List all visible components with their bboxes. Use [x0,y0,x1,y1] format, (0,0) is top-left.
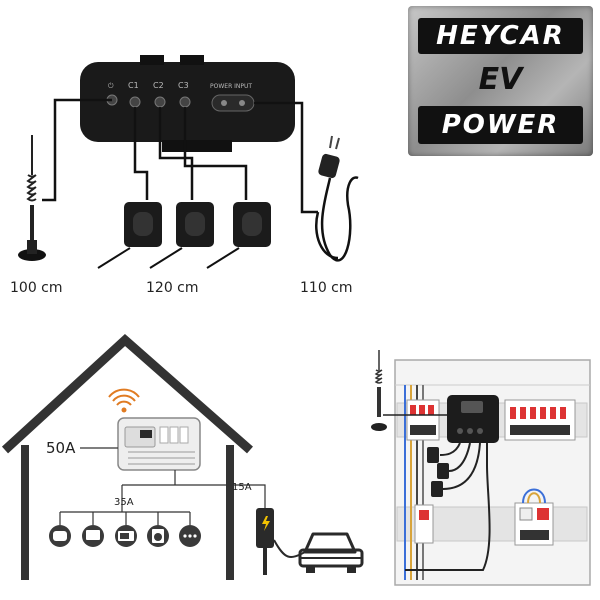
power-plug [315,135,359,262]
distribution-panel [117,417,201,471]
ct-clamp-3 [206,202,271,269]
household-circuit-rating: 35A [114,497,134,508]
antenna [18,135,46,261]
ev-charger [256,508,306,575]
charger-circuit-rating: 15A [232,482,252,493]
logo-line-1: HEYCAR [436,21,565,51]
power-input-label: POWER INPUT [210,83,252,90]
port-c2-label: C2 [153,81,164,90]
logo-line-2: EV [478,62,523,97]
device-kit-illustration: ⏻ C1 C2 C3 POWER INPUT [18,55,359,269]
panel-antenna [371,350,387,431]
tv-icon [82,525,104,547]
wifi-signal-icon [108,388,140,413]
port-c1-label: C1 [128,81,139,90]
power-cable-length: 110 cm [300,280,353,296]
house-wiring-diagram: 50A 15A 35A [1,333,364,580]
breaker-group-right [504,399,576,441]
ct-clamp-1 [97,202,162,269]
logo-line-3: POWER [441,110,560,140]
panel-installation-diagram [371,350,591,586]
main-breaker-rating: 50A [46,439,76,457]
breaker-group-left [406,399,440,441]
electric-car-icon [298,532,364,573]
clamp-cable-length: 120 cm [146,280,199,296]
port-c3-label: C3 [178,81,189,90]
antenna-cable-length: 100 cm [10,280,63,296]
ct-clamp-2 [149,202,214,269]
panel-meter-device [447,395,499,443]
washing-machine-icon [147,525,169,547]
breaker-group-bottom-right [514,488,554,546]
brand-logo: HEYCAR EV POWER [408,6,593,156]
microwave-icon [115,525,137,547]
svg-text:⏻: ⏻ [108,82,114,90]
breaker-group-bottom-left [414,504,434,544]
rice-cooker-icon [49,525,71,547]
more-icon [179,525,201,547]
